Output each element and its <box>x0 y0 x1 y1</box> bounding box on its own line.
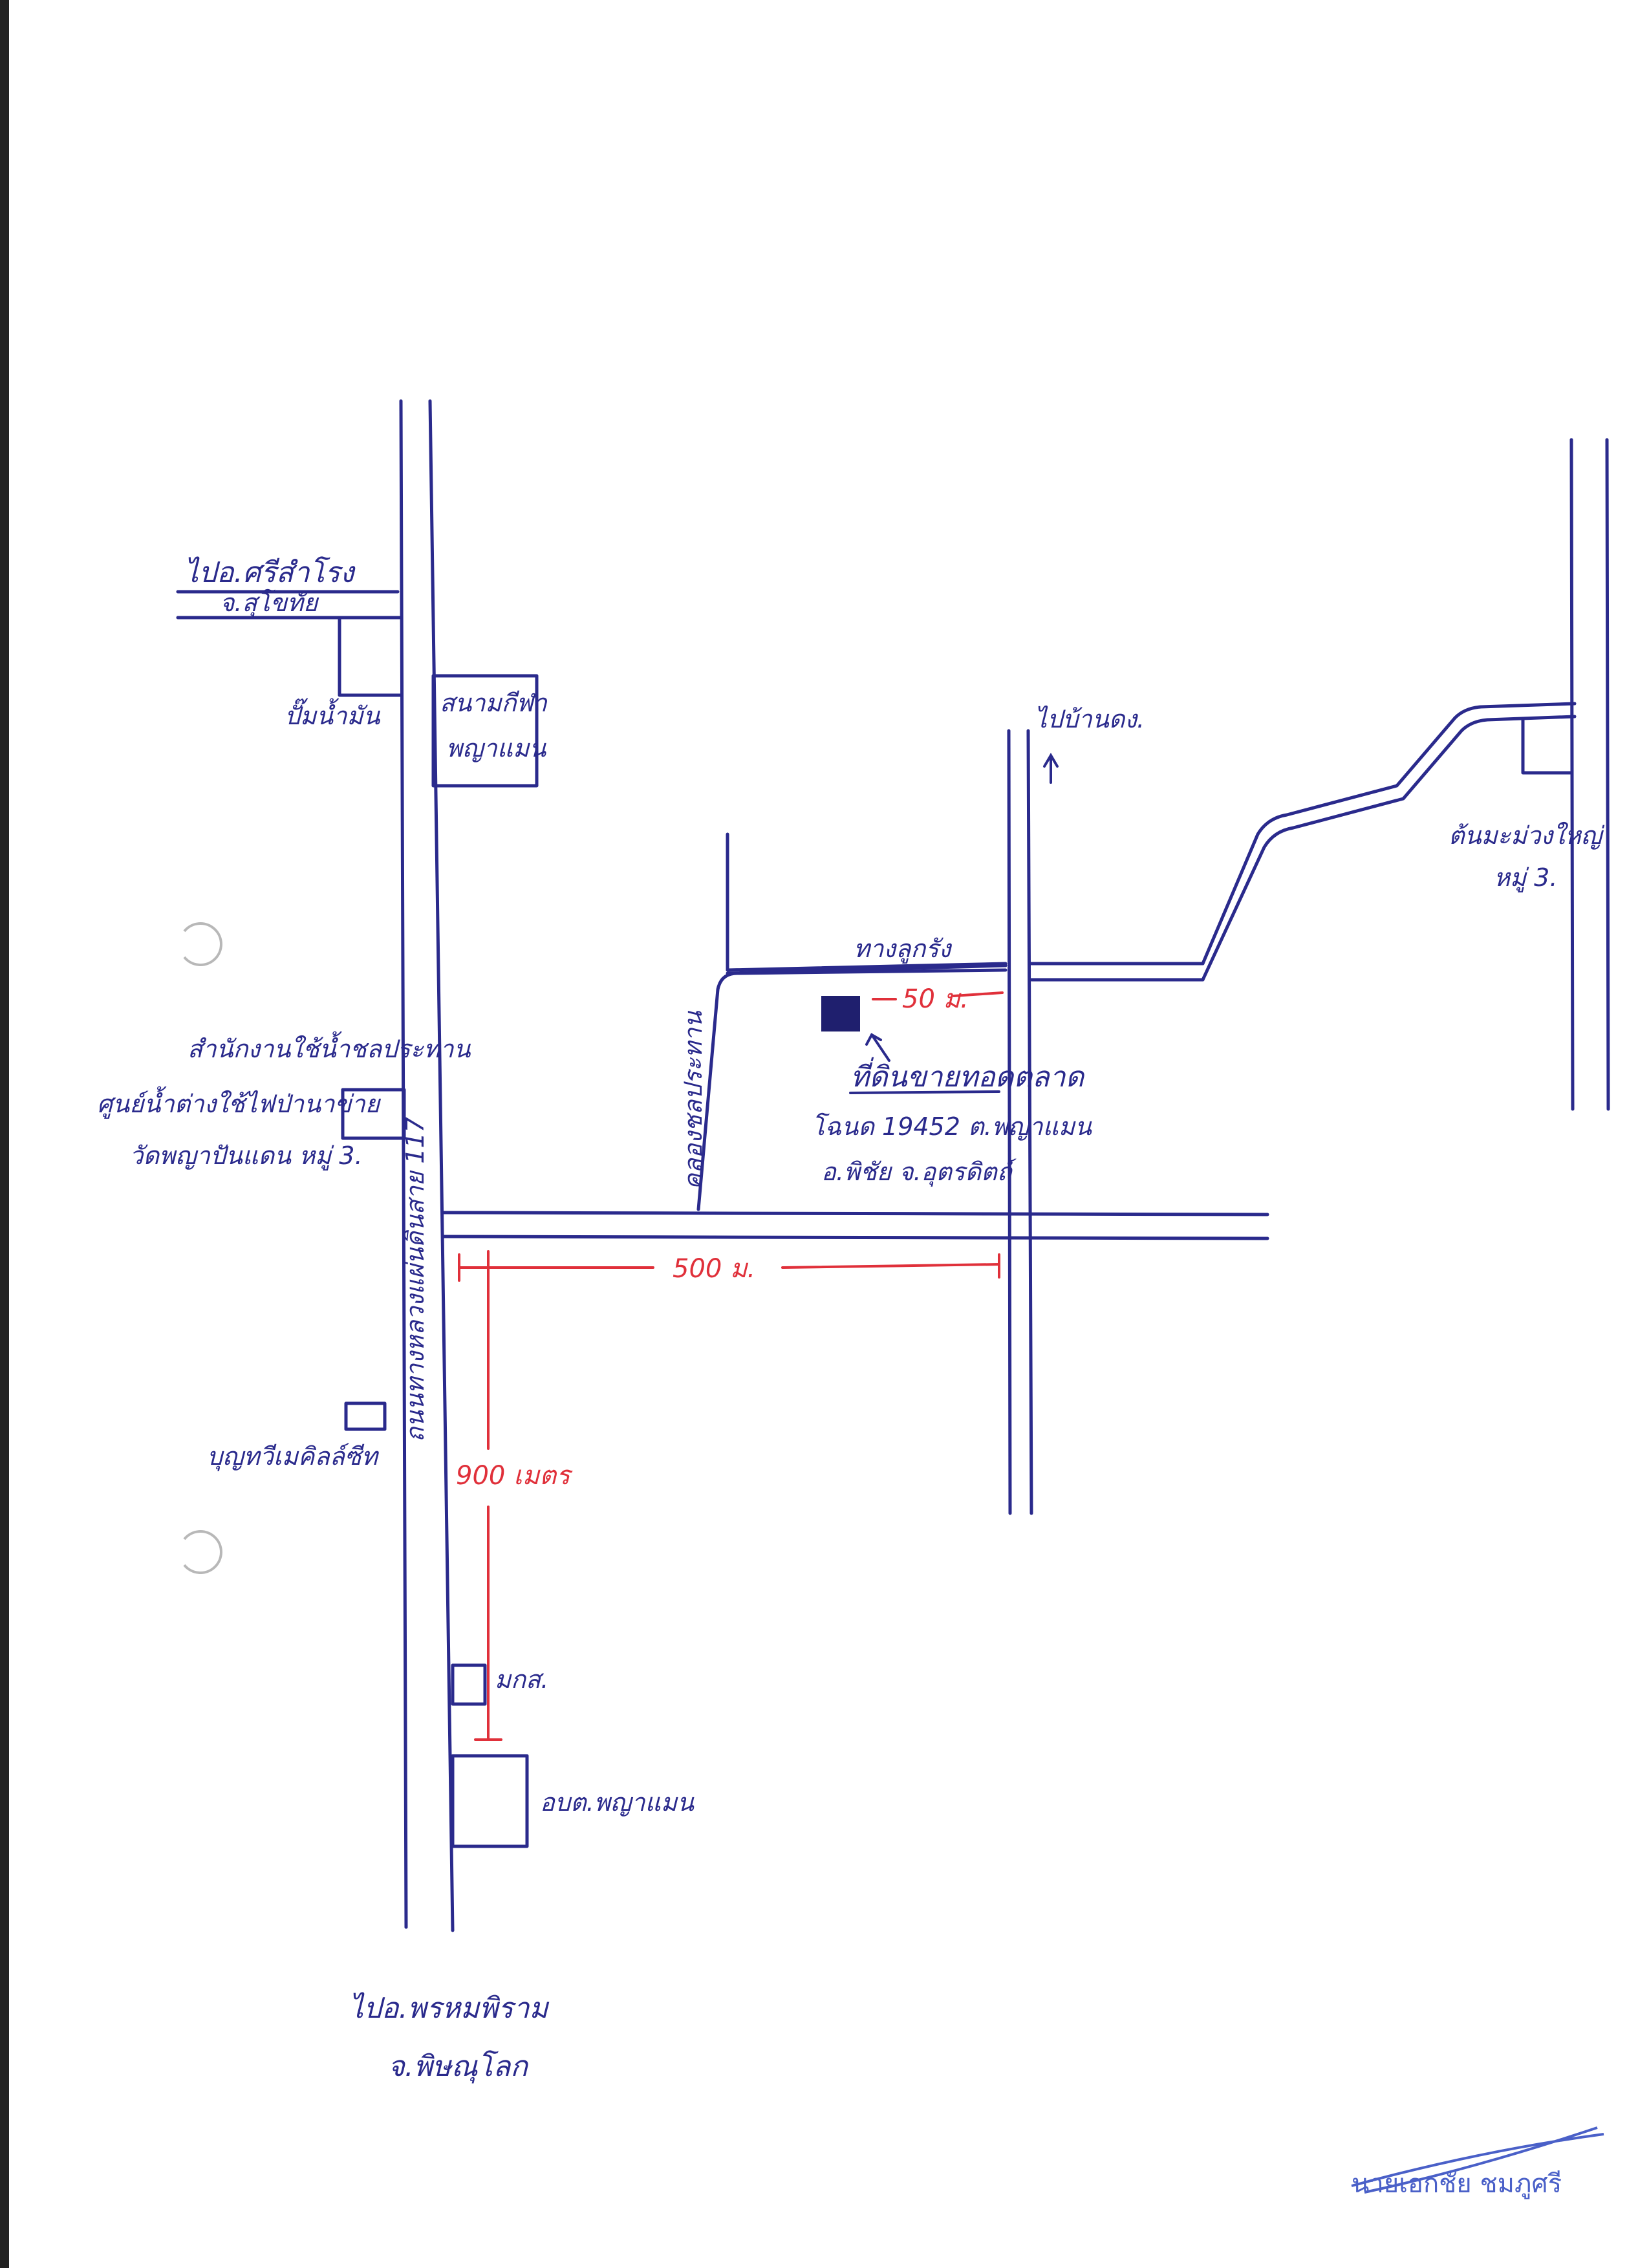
cross-road-bottom <box>441 1235 1269 1240</box>
label-moo3-right: หมู่ 3. <box>1494 863 1557 892</box>
sports-field-box <box>431 674 539 788</box>
label-district: อ.พิชัย จ.อุตรดิตถ์ <box>821 1158 1017 1187</box>
bandong-arrow-head <box>1043 753 1059 768</box>
plot-arrow-head <box>865 1033 882 1046</box>
highway-left-line <box>399 399 408 1929</box>
label-dist-900: 900 เมตร <box>456 1461 573 1491</box>
label-to-ban-dong: ไปบ้านดง. <box>1035 705 1145 733</box>
label-dist-500: 500 ม. <box>673 1254 755 1284</box>
ksl-box <box>451 1663 487 1706</box>
plot-arrow <box>870 1033 890 1062</box>
land-plot-marker <box>821 996 860 1031</box>
label-sports-field: สนามกีฬา <box>440 689 548 717</box>
label-big-tree: ต้นมะม่วงใหญ่ <box>1449 821 1605 850</box>
label-gas-station: ปั๊มน้ำมัน <box>285 698 381 730</box>
label-laterite-road: ทางลูกรัง <box>854 934 953 964</box>
diagonal-road-bottom <box>1201 715 1577 982</box>
land-label-underline <box>849 1090 1000 1094</box>
big-tree-box <box>1521 718 1573 775</box>
label-water-office-1: สำนักงานใช้น้ำชลประทาน <box>188 1031 471 1063</box>
canal-road-left <box>696 988 720 1211</box>
label-water-office-2: ศูนย์น้ำต่างใช้ไฟป่านาข่าย <box>97 1086 382 1119</box>
label-phitsanulok: จ.พิษณุโลก <box>388 2050 529 2084</box>
gas-station-box <box>338 618 403 697</box>
far-right-road-left <box>1569 438 1575 1111</box>
far-right-road-right <box>1605 438 1610 1111</box>
label-highway: ถนนทางหลวงแผ่นดินสาย 117 <box>401 1117 429 1442</box>
highway-right-line <box>428 399 455 1932</box>
label-to-sisamrong: ไปอ.ศรีสำโรง <box>184 556 356 589</box>
label-dist-50: 50 ม. <box>902 984 969 1014</box>
label-to-phrom-phiram: ไปอ.พรหมพิราม <box>349 1992 549 2025</box>
cross-road-top <box>441 1211 1269 1216</box>
signature-scribble <box>1351 2126 1604 2194</box>
laterite-road-top <box>726 962 1008 972</box>
dist-50-line-b <box>953 991 1004 997</box>
label-irrigation-canal: คลองชลประทาน <box>679 1011 707 1190</box>
tambon-office-box <box>451 1754 529 1848</box>
school-box <box>344 1401 387 1431</box>
label-sports-field-sub: พญาแมน <box>446 734 546 762</box>
label-tambon-office: อบต.พญาแมน <box>540 1788 695 1817</box>
laterite-road-upper <box>726 964 1008 975</box>
punch-hole-top <box>183 922 222 966</box>
scan-left-edge <box>0 0 9 2268</box>
label-temple: วัดพญาปันแดน หมู่ 3. <box>129 1141 363 1171</box>
label-sisamrong-province: จ.สุโขทัย <box>220 589 319 618</box>
label-deed: โฉนด 19452 ต.พญาแมน <box>812 1112 1092 1141</box>
dist-500-line-right <box>781 1263 1000 1269</box>
bandong-road-right <box>1026 729 1033 1515</box>
punch-hole-bottom <box>183 1530 222 1574</box>
label-school: บุญทวีเมคิลล์ซีท <box>207 1442 380 1471</box>
label-land: ที่ดินขายทอดตลาด <box>850 1057 1085 1094</box>
bandong-road-left <box>1007 729 1012 1515</box>
signature-name: นายเอกชัย ชมภูศรี <box>1352 2169 1562 2199</box>
diagonal-road-top <box>1201 702 1577 966</box>
label-ksl: มกส. <box>495 1665 548 1694</box>
water-office-box <box>341 1088 406 1140</box>
